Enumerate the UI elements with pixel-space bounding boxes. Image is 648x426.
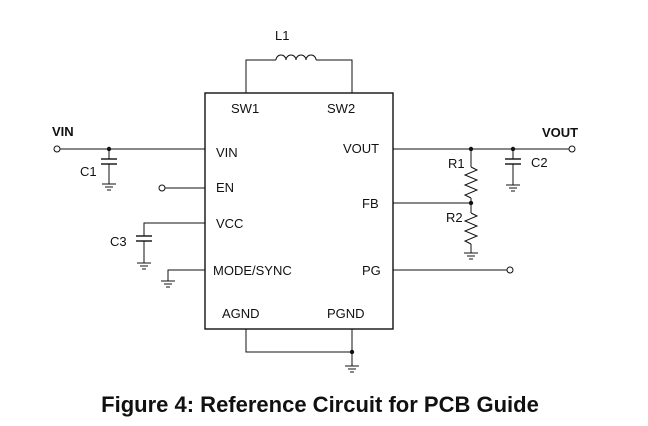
vout-net	[393, 145, 576, 153]
resistor-r1	[463, 149, 479, 203]
r2-label: R2	[446, 210, 463, 225]
c2-label: C2	[531, 155, 548, 170]
pin-agnd-label: AGND	[222, 306, 260, 321]
l1-label: L1	[275, 28, 289, 43]
figure-caption: Figure 4: Reference Circuit for PCB Guid…	[101, 392, 539, 417]
pin-pg-label: PG	[362, 263, 381, 278]
ic-body	[204, 92, 394, 330]
pin-sw2-label: SW2	[327, 101, 355, 116]
capacitor-c2	[505, 149, 521, 192]
ground-connection	[245, 329, 359, 373]
capacitor-c1	[101, 149, 117, 191]
capacitor-c3	[136, 222, 205, 270]
c3-label: C3	[110, 234, 127, 249]
inductor-l1	[245, 54, 353, 93]
resistor-r2	[463, 203, 479, 260]
pin-fb-label: FB	[362, 196, 379, 211]
pin-en-label: EN	[216, 180, 234, 195]
vout-net-label: VOUT	[542, 125, 578, 140]
en-terminal	[158, 184, 205, 192]
vin-net	[53, 145, 205, 153]
mode-ground	[161, 269, 205, 288]
pin-vcc-label: VCC	[216, 216, 243, 231]
pin-pgnd-label: PGND	[327, 306, 365, 321]
vin-net-label: VIN	[52, 124, 74, 139]
pin-sw1-label: SW1	[231, 101, 259, 116]
pg-terminal	[393, 266, 514, 274]
pin-mode-label: MODE/SYNC	[213, 263, 292, 278]
c1-label: C1	[80, 164, 97, 179]
pin-vin-label: VIN	[216, 145, 238, 160]
pin-vout-label: VOUT	[343, 141, 379, 156]
r1-label: R1	[448, 156, 465, 171]
fb-net	[393, 200, 474, 206]
